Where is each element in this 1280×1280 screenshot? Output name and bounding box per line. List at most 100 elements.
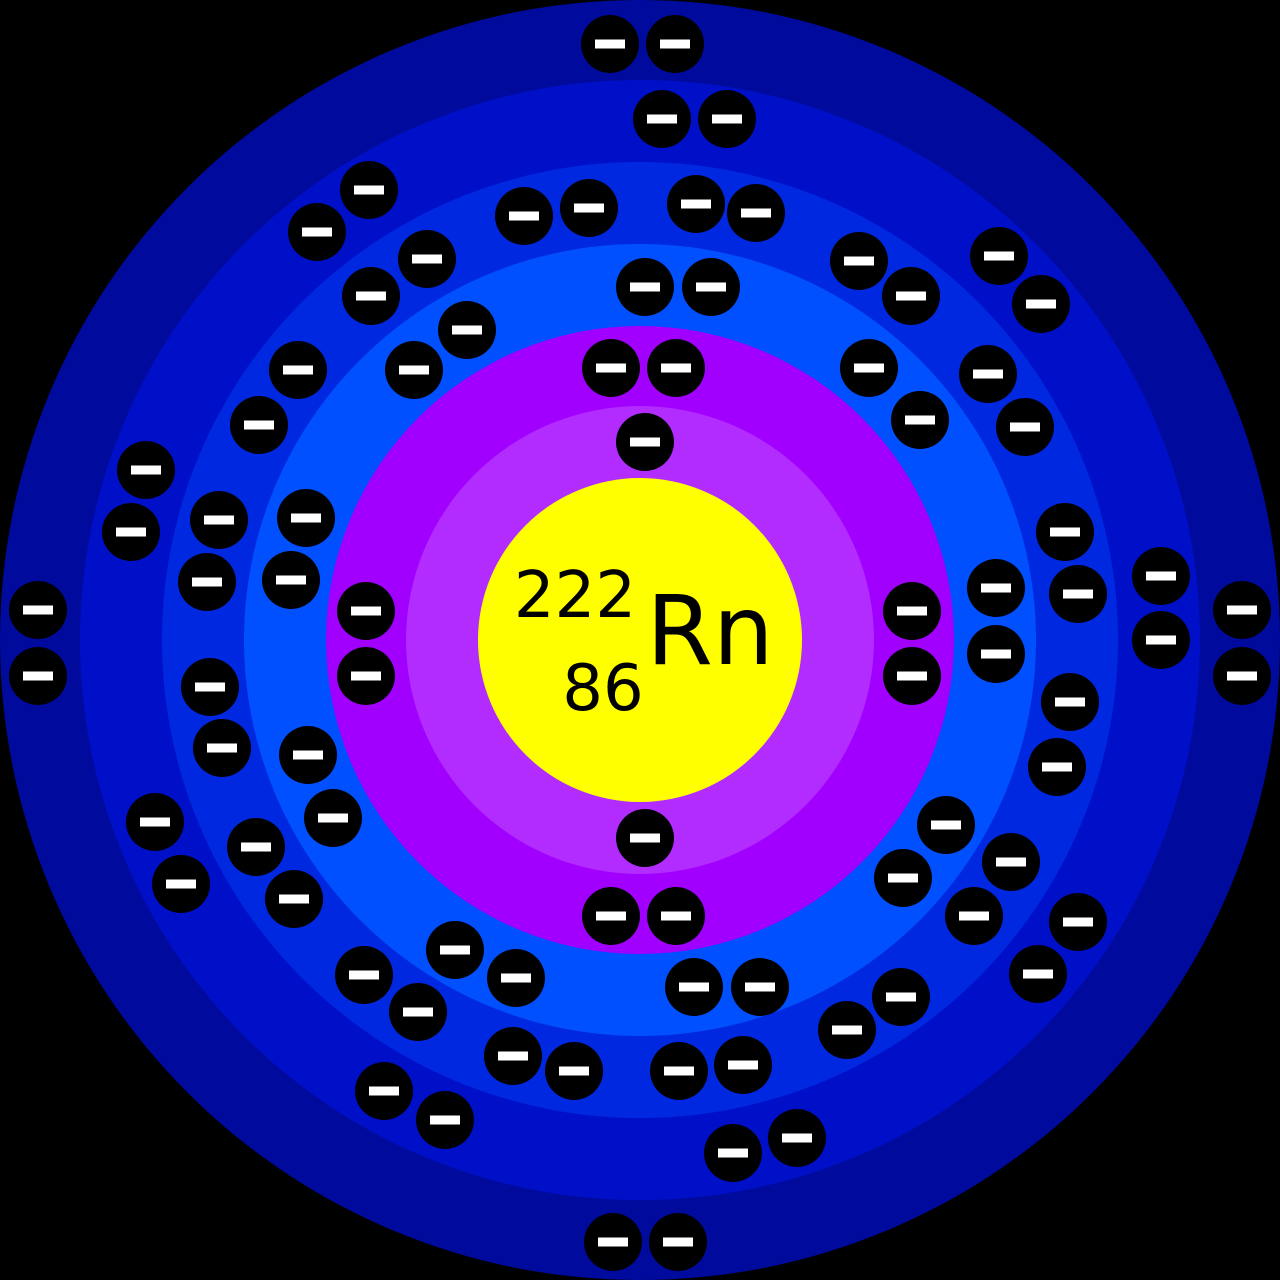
electron-shell-5-5 [970,227,1028,285]
minus-sign-icon [854,363,884,373]
minus-sign-icon [1227,671,1257,681]
minus-sign-icon [596,363,626,373]
electron-shell-4-7 [830,232,888,290]
minus-sign-icon [888,873,918,883]
electron-shell-4-17 [1041,673,1099,731]
minus-sign-icon [140,817,170,827]
minus-sign-icon [283,365,313,375]
minus-sign-icon [1023,969,1053,979]
minus-sign-icon [351,606,381,616]
minus-sign-icon [1063,589,1093,599]
minus-sign-icon [905,415,935,425]
electron-shell-4-1 [495,187,553,245]
electron-shell-5-11 [126,793,184,851]
minus-sign-icon [131,465,161,475]
minus-sign-icon [318,813,348,823]
electron-shell-4-32 [714,1036,772,1094]
minus-sign-icon [931,820,961,830]
electron-shell-4-18 [1028,738,1086,796]
electron-shell-5-2 [698,90,756,148]
electron-shell-3-5 [840,339,898,397]
electron-shell-4-13 [1036,503,1094,561]
minus-sign-icon [1026,299,1056,309]
electron-shell-4-30 [545,1042,603,1100]
minus-sign-icon [1042,762,1072,772]
minus-sign-icon [351,671,381,681]
minus-sign-icon [452,325,482,335]
minus-sign-icon [712,114,742,124]
minus-sign-icon [23,605,53,615]
minus-sign-icon [354,185,384,195]
electron-shell-6-4 [9,647,67,705]
electron-shell-4-23 [335,946,393,1004]
minus-sign-icon [896,291,926,301]
minus-sign-icon [399,365,429,375]
minus-sign-icon [718,1148,748,1158]
electron-shell-2-2 [647,339,705,397]
electron-shell-4-24 [389,983,447,1041]
electron-shell-5-8 [102,503,160,561]
minus-sign-icon [369,1086,399,1096]
minus-sign-icon [630,437,660,447]
electron-shell-2-3 [337,582,395,640]
electron-shell-5-7 [117,441,175,499]
electron-shell-4-31 [650,1042,708,1100]
minus-sign-icon [116,527,146,537]
minus-sign-icon [498,1051,528,1061]
minus-sign-icon [501,973,531,983]
electron-shell-4-2 [560,179,618,237]
electron-shell-3-14 [304,789,362,847]
minus-sign-icon [574,203,604,213]
minus-sign-icon [886,992,916,1002]
minus-sign-icon [696,282,726,292]
minus-sign-icon [349,970,379,980]
minus-sign-icon [897,606,927,616]
electron-shell-6-5 [1213,581,1271,639]
minus-sign-icon [996,857,1026,867]
electrons [9,15,1271,1271]
electron-shell-3-16 [874,849,932,907]
electron-shell-4-14 [1049,565,1107,623]
electron-shell-3-12 [967,625,1025,683]
minus-sign-icon [293,750,323,760]
electron-shell-2-8 [647,887,705,945]
electron-shell-4-16 [193,719,251,777]
minus-sign-icon [897,671,927,681]
electron-shell-4-25 [426,921,484,979]
minus-sign-icon [412,254,442,264]
minus-sign-icon [1010,422,1040,432]
minus-sign-icon [403,1007,433,1017]
electron-shell-5-17 [704,1124,762,1182]
electron-shell-5-15 [355,1062,413,1120]
minus-sign-icon [276,575,306,585]
electron-shell-4-12 [178,553,236,611]
electron-shell-5-14 [1009,945,1067,1003]
mass-number: 222 [514,559,636,633]
electron-shell-6-8 [649,1213,707,1271]
minus-sign-icon [661,363,691,373]
electron-shell-6-2 [646,15,704,73]
minus-sign-icon [279,894,309,904]
minus-sign-icon [302,227,332,237]
minus-sign-icon [291,513,321,523]
minus-sign-icon [598,1237,628,1247]
electron-shell-2-1 [582,339,640,397]
minus-sign-icon [1050,527,1080,537]
electron-shell-3-18 [731,958,789,1016]
electron-shell-5-18 [768,1109,826,1167]
electron-shell-4-11 [190,491,248,549]
electron-shell-6-3 [9,581,67,639]
electron-shell-4-28 [872,968,930,1026]
electron-shell-1-2 [616,809,674,867]
electron-shell-4-26 [487,949,545,1007]
electron-shell-4-21 [945,887,1003,945]
minus-sign-icon [984,251,1014,261]
minus-sign-icon [832,1025,862,1035]
minus-sign-icon [630,282,660,292]
electron-shell-4-6 [398,230,456,288]
minus-sign-icon [595,39,625,49]
electron-shell-4-15 [181,658,239,716]
minus-sign-icon [782,1133,812,1143]
minus-sign-icon [630,833,660,843]
